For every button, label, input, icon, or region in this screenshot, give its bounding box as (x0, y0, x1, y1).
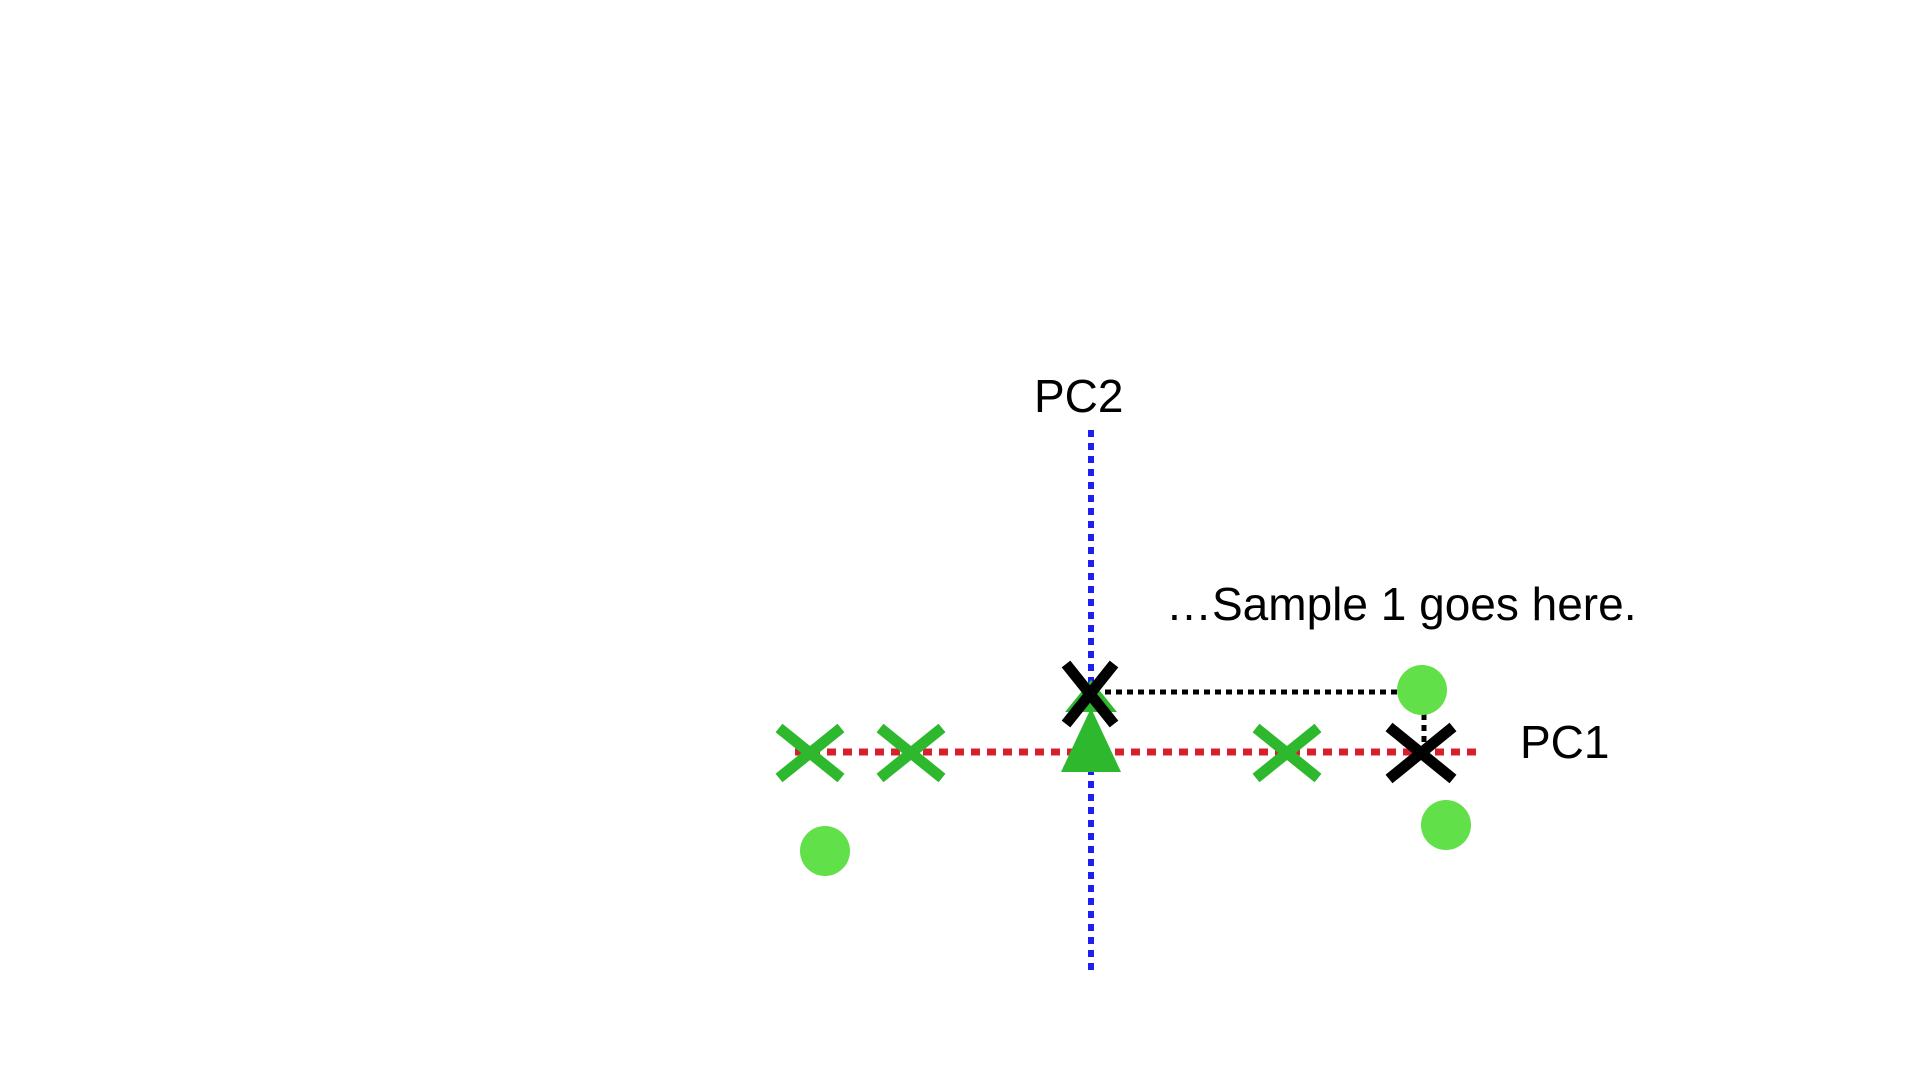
sample-annotation: …Sample 1 goes here. (1166, 578, 1637, 630)
green-cross-marker (775, 723, 845, 783)
origin-x-mark-icon (1061, 660, 1119, 728)
sample-1-dot (1397, 665, 1447, 715)
green-cross-marker (876, 723, 946, 783)
pc1-axis-label: PC1 (1520, 716, 1609, 768)
green-sample-dot (1421, 800, 1471, 850)
projection-x-mark-icon (1385, 722, 1457, 784)
green-cross-marker (1252, 723, 1322, 783)
green-sample-dot (800, 826, 850, 876)
pc2-axis-label: PC2 (1034, 370, 1123, 422)
